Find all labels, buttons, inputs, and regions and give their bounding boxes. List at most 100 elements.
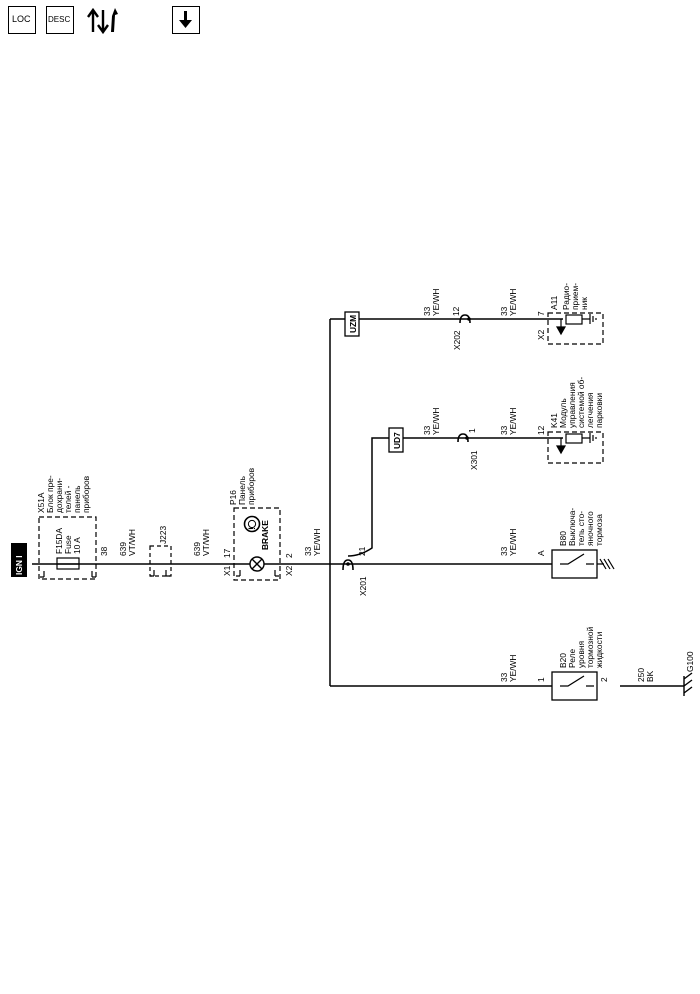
splice-j223: J223 — [149, 525, 172, 577]
loc-icon-text: LOC — [12, 14, 31, 24]
wire-uzm-circuit: 33 — [422, 306, 432, 316]
fuse-block-name-line: дохрани- — [54, 478, 64, 513]
b20-pin-out: 2 — [599, 677, 609, 682]
ud7-label: UD7 — [392, 432, 402, 449]
fuse-block-name-line: телей - — [63, 485, 73, 513]
x201-pin: 21 — [357, 546, 367, 556]
b20-pin-in: 1 — [536, 677, 546, 682]
fuse-block-name-line: Блок пре- — [45, 475, 55, 513]
p16-conn-in: X1 — [222, 565, 232, 576]
x201-ref: X201 — [358, 576, 368, 596]
k41-name-3: системой об- — [576, 377, 586, 428]
loc-icon: LOC — [12, 14, 31, 24]
wire-b20-color: YE/WH — [508, 655, 518, 682]
wire-ground-circuit: 250 — [636, 668, 646, 682]
description-view-button[interactable]: DESC — [46, 6, 74, 34]
b80-name-3: яночного — [585, 511, 595, 546]
b20-ref: B20 — [558, 653, 568, 668]
b80-name-4: тормоза — [594, 514, 604, 546]
connector-x202: 12 X202 — [451, 306, 471, 350]
p16-ref: P16 — [228, 490, 238, 505]
ign-power-label: IGN I — [11, 543, 27, 577]
a11-pin: 7 — [536, 311, 546, 316]
fuse-type: Fuse — [63, 535, 73, 554]
download-button[interactable] — [172, 6, 200, 34]
location-view-button[interactable]: LOC — [8, 6, 36, 34]
fuse-block-name-line: панель — [72, 485, 82, 513]
k41-name-1: Модуль — [558, 398, 568, 428]
toolbar: LOC DESC — [0, 0, 220, 44]
a11-name-3: ник — [579, 297, 589, 310]
wire-639-b-color: VT/WH — [201, 529, 211, 556]
b80-name-1: Выключа- — [567, 508, 577, 546]
wire-b80-color: YE/WH — [508, 529, 518, 556]
k41-name-5: парковки — [594, 393, 604, 428]
wire-ground-color: BK — [645, 670, 655, 682]
ground-ref: G100 — [685, 651, 695, 672]
b20-name-1: Реле — [567, 649, 577, 668]
fuse-block-name-line: приборов — [81, 475, 91, 513]
a11-name-1: Радио- — [561, 283, 571, 310]
splice-ud7: UD7 — [388, 427, 404, 453]
brake-switch-b80: A B80 Выключа- тель сто- яночного тормоз… — [536, 508, 615, 579]
p16-conn-out: X2 — [284, 565, 294, 576]
p16-pin-in: 17 — [222, 548, 232, 558]
wire-a11-color: YE/WH — [508, 289, 518, 316]
k41-pin: 12 — [536, 425, 546, 435]
ground-g100: G100 — [683, 651, 695, 696]
x202-pin: 12 — [451, 306, 461, 316]
x301-ref: X301 — [469, 450, 479, 470]
wire-uzm-color: YE/WH — [431, 289, 441, 316]
a11-name-2: прием- — [570, 283, 580, 310]
wire-33-main-color: YE/WH — [312, 529, 322, 556]
svg-text:!: ! — [247, 527, 257, 530]
fuse-ref: F15DA — [54, 528, 64, 554]
fuse-rating: 10 A — [72, 537, 82, 554]
wire-k41-color: YE/WH — [508, 408, 518, 435]
k41-name-2: управления — [567, 382, 577, 428]
k41-name-4: легчения — [585, 393, 595, 428]
connector-x301: 1 X301 — [457, 428, 479, 470]
wire-b20-circuit: 33 — [499, 672, 509, 682]
wire-639-b-circuit: 639 — [192, 542, 202, 556]
tool-arrows-icon — [87, 7, 118, 35]
fuse-pin: 38 — [99, 546, 109, 556]
wire-a11-circuit: 33 — [499, 306, 509, 316]
desc-icon-text: DESC — [48, 15, 70, 24]
radio-a11: 7 X2 A11 Радио- прием- ник — [536, 283, 604, 345]
fuse-block-ref: X51A — [36, 492, 46, 513]
p16-pin-out: 2 — [284, 553, 294, 558]
wire-33-main-circuit: 33 — [303, 546, 313, 556]
b80-pin: A — [536, 550, 546, 556]
desc-icon: DESC — [48, 15, 70, 24]
connector-x201: 21 X201 — [342, 546, 368, 596]
uzm-label: UZM — [348, 315, 358, 333]
instrument-panel-p16: ! BRAKE P16 Панель приборов X1 17 X2 2 — [222, 467, 294, 581]
wire-ud7-circuit: 33 — [422, 425, 432, 435]
j223-label: J223 — [158, 525, 168, 544]
b20-name-3: тормозной — [585, 626, 595, 668]
k41-ref: K41 — [549, 413, 559, 428]
wire-639-a-color: VT/WH — [127, 529, 137, 556]
p16-name-1: Панель — [237, 475, 247, 505]
b20-name-2: уровня — [576, 641, 586, 668]
wire-639-a-circuit: 639 — [118, 542, 128, 556]
a11-connector: X2 — [536, 329, 546, 340]
ign-text: IGN I — [14, 555, 24, 575]
a11-ref: A11 — [549, 295, 559, 310]
wire-ud7-color: YE/WH — [431, 408, 441, 435]
wire-b80-circuit: 33 — [499, 546, 509, 556]
splice-uzm: UZM — [344, 311, 360, 337]
b80-ref: B80 — [558, 531, 568, 546]
parking-module-k41: 12 K41 Модуль управления системой об- ле… — [536, 377, 604, 464]
x301-pin: 1 — [467, 428, 477, 433]
wire-k41-circuit: 33 — [499, 425, 509, 435]
b20-name-4: жидкости — [594, 631, 604, 668]
b80-name-2: тель сто- — [576, 511, 586, 546]
brake-lamp-text: BRAKE — [260, 520, 270, 550]
diagnostics-button[interactable] — [86, 4, 120, 36]
arrow-down-icon — [179, 11, 192, 28]
x202-ref: X202 — [452, 330, 462, 350]
